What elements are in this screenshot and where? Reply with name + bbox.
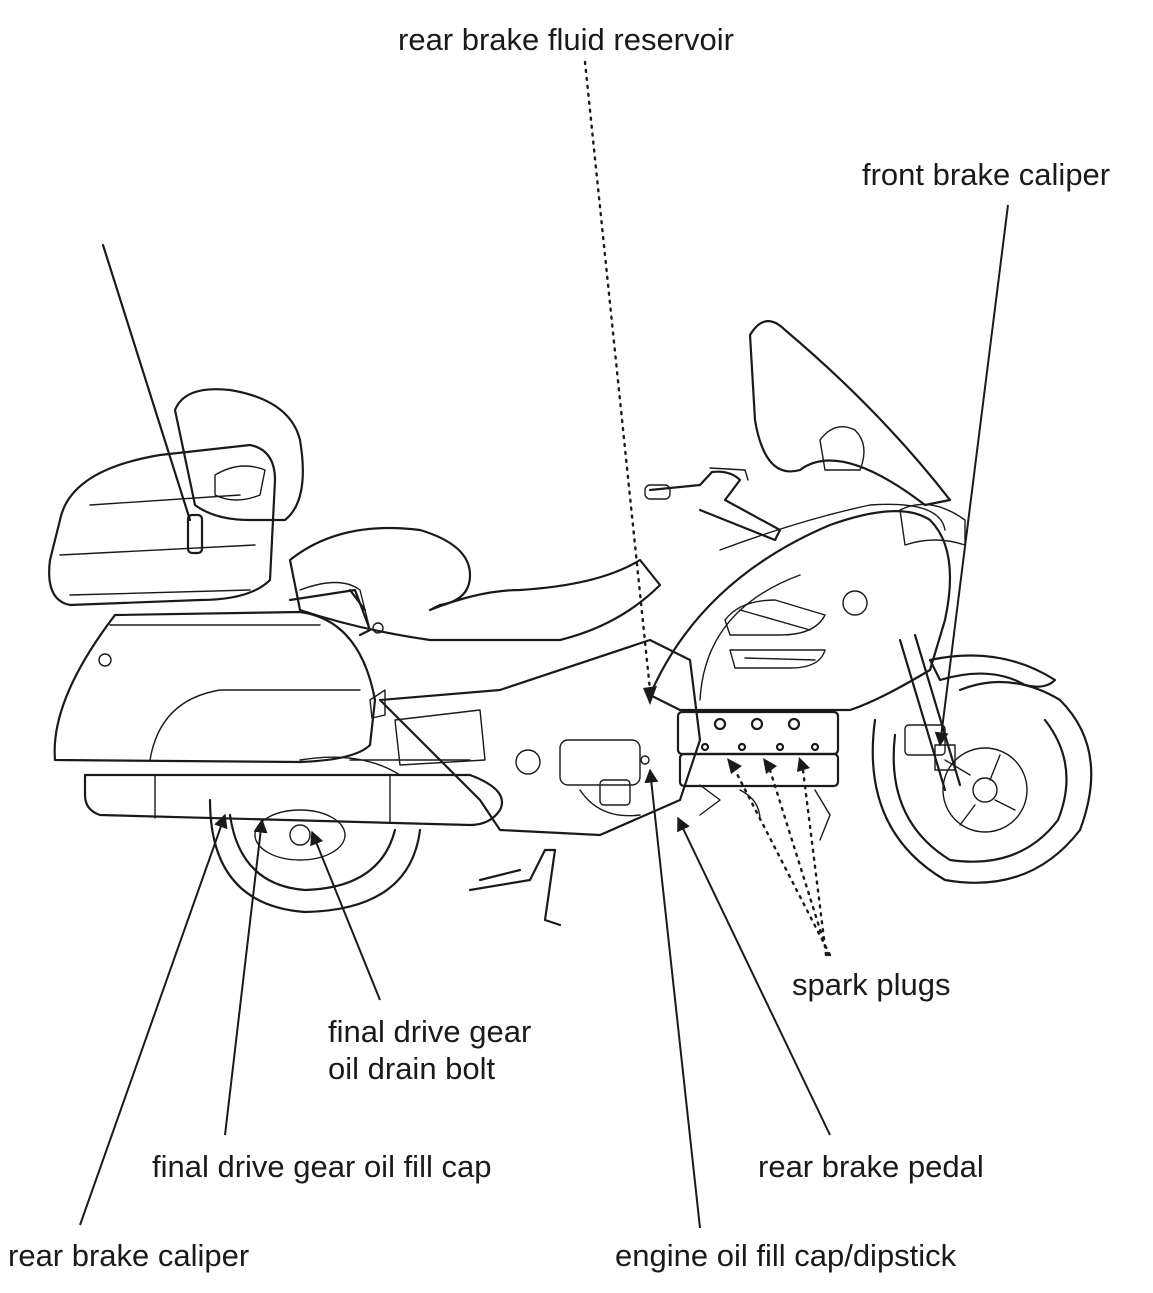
leader-final-drive-drain-bolt [310,830,381,1001]
label-final-drive-fill-cap: final drive gear oil fill cap [152,1149,492,1184]
seat [288,526,662,642]
cylinder-head [676,710,840,841]
muffler [83,773,503,827]
engine-block [378,638,702,837]
label-final-drive-drain-bolt-line1: final drive gear [328,1014,532,1049]
front-wheel [871,633,1093,884]
leader-rear-brake-pedal [677,816,831,1136]
swingarm [299,756,471,776]
leader-rear-brake-fluid-reservoir [583,60,652,692]
backrest [173,388,304,522]
antenna-base [186,513,204,555]
handlebar [644,467,782,542]
label-rear-brake-pedal: rear brake pedal [758,1149,984,1184]
label-rear-brake-caliper: rear brake caliper [8,1238,250,1273]
rear-wheel [208,798,422,914]
label-final-drive-drain-bolt-line2: oil drain bolt [328,1051,496,1086]
leader-final-drive-fill-cap [224,818,268,1136]
top-box [48,443,277,607]
leader-spark-plug-3 [801,768,828,957]
windscreen [748,320,952,507]
label-engine-oil-dipstick: engine oil fill cap/dipstick [615,1238,957,1273]
leader-rear-brake-caliper [79,813,228,1226]
leader-spark-plug-2 [768,768,830,957]
saddlebag [53,610,377,764]
label-front-brake-caliper: front brake caliper [862,157,1111,192]
leader-engine-oil-dipstick [644,768,701,1229]
label-spark-plugs: spark plugs [792,967,951,1002]
label-rear-brake-fluid-reservoir: rear brake fluid reservoir [398,22,734,57]
leader-front-brake-caliper [934,204,1009,747]
antenna [101,243,192,522]
leader-spark-plug-1 [733,768,832,957]
center-stand [468,848,562,927]
